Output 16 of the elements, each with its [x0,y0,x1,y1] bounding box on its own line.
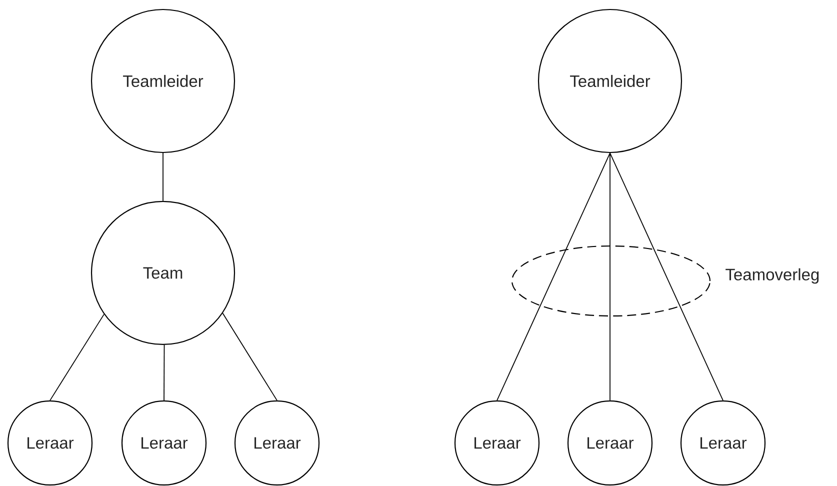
circle-node: Leraar [454,400,540,486]
circle-node: Leraar [234,400,320,486]
connector-line [162,152,164,202]
circle-node: Leraar [7,400,93,486]
circle-node: Leraar [567,400,653,486]
connector-line [50,314,104,401]
circle-node: Teamleider [90,8,236,154]
circle-node: Leraar [680,400,766,486]
connector-line [164,344,165,401]
connector-line [496,152,610,401]
circle-node: Teamleider [538,8,682,154]
circle-node: Team [90,200,236,346]
group-label: Teamoverleg [726,268,819,284]
connector-line [610,152,724,401]
circle-node: Leraar [121,400,207,486]
connector-line [222,312,278,401]
